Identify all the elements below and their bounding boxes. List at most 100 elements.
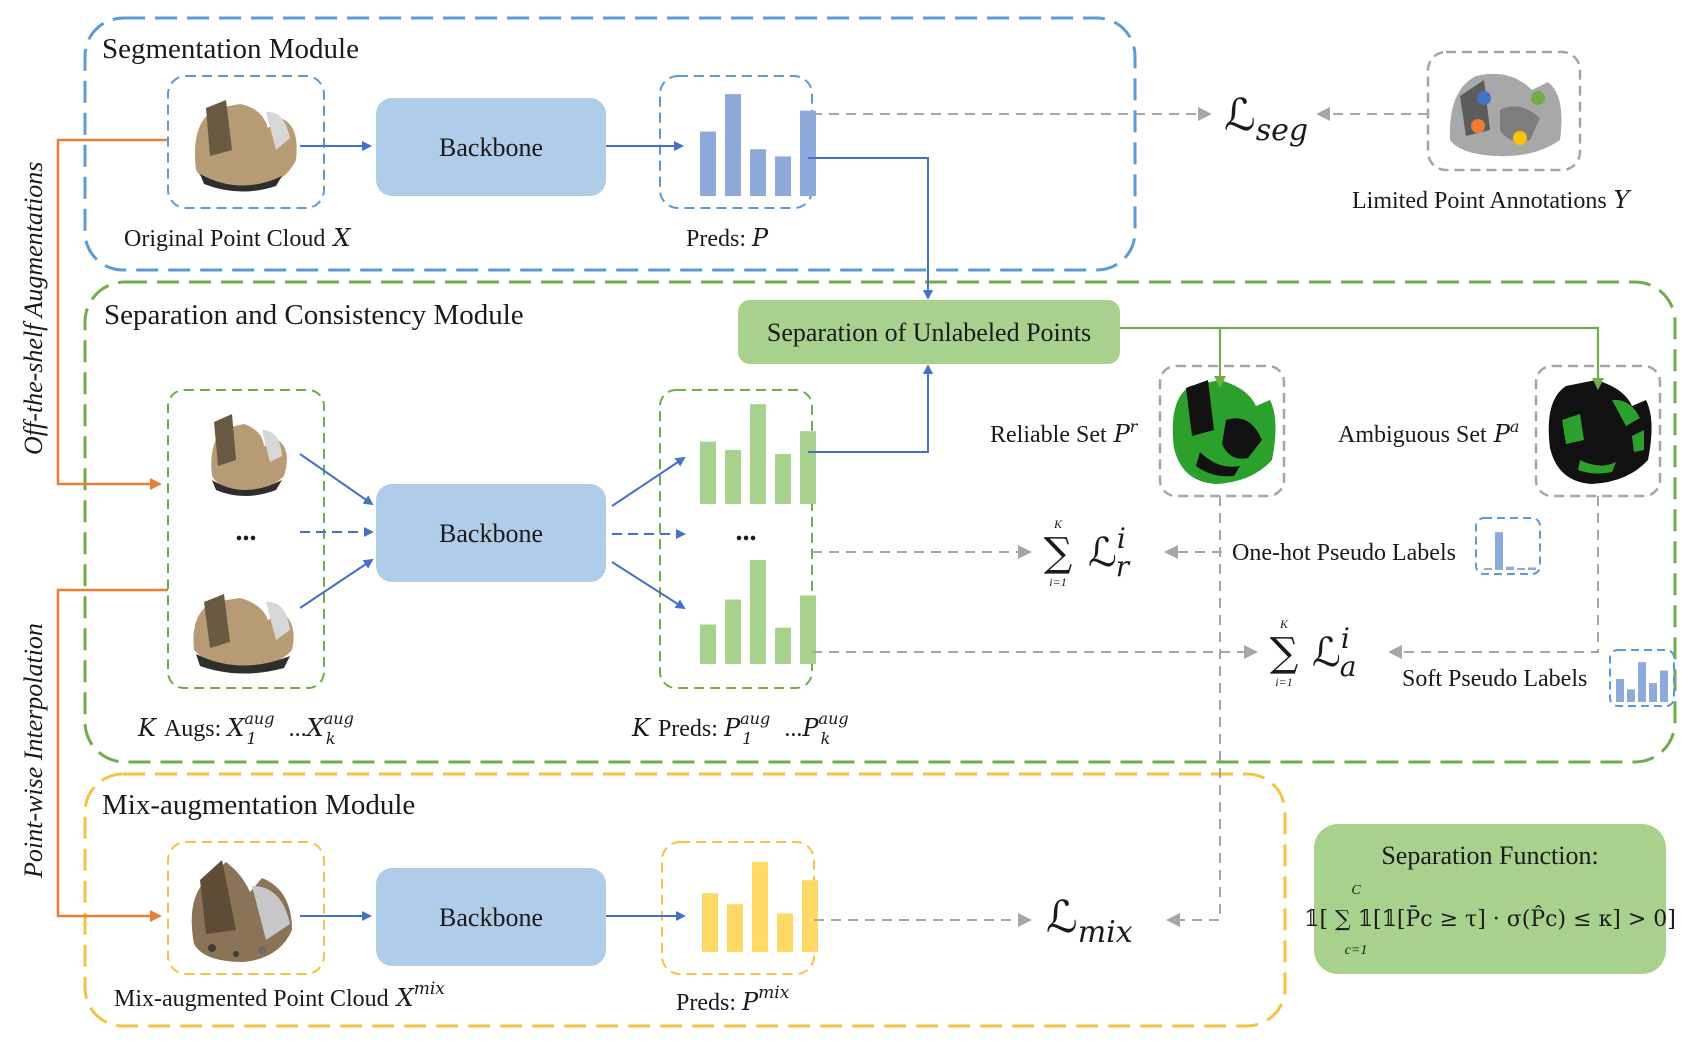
preds-p-bar-4	[775, 156, 791, 196]
soft-bar-4	[1649, 683, 1657, 702]
loss-r-sum-bottom: i=1	[1049, 575, 1066, 589]
soft-bar-3	[1638, 662, 1646, 702]
arrow-augk-to-backbone	[299, 558, 374, 609]
separation-module-title: Separation and Consistency Module	[104, 299, 524, 331]
onehot-bar-2	[1495, 532, 1503, 570]
preds-p-bar-2	[725, 94, 741, 196]
aug-top-bar-3	[750, 404, 766, 504]
separation-unlabeled-label: Separation of Unlabeled Points	[767, 318, 1091, 347]
mix-module	[83, 772, 1287, 1028]
preds-p-bar-1	[700, 131, 716, 196]
augs-frame	[167, 389, 325, 689]
aug-point-cloud-icon-bottom	[193, 594, 294, 674]
loss-mix: ℒmix	[1046, 892, 1133, 950]
original-point-cloud-icon	[194, 100, 297, 192]
loss-r-sum-top: K	[1053, 517, 1063, 531]
ambiguous-set-frame	[1534, 364, 1662, 498]
loss-a-sum: ∑	[1270, 630, 1299, 676]
dash-ambiguous-to-la	[1388, 496, 1599, 659]
onehot-frame	[1475, 517, 1541, 575]
backbone-label-mix: Backbone	[439, 903, 543, 932]
arrow-aug1-to-backbone	[299, 453, 374, 506]
preds-p-label: Preds:P	[686, 224, 769, 252]
aug-bottom-bar-1	[700, 624, 716, 664]
separation-function-sum-top: C	[1351, 883, 1361, 898]
backbone-mix: Backbone	[376, 868, 606, 966]
arrow-preds-to-separation	[808, 157, 933, 300]
aug-preds-ellipsis: ...	[736, 516, 757, 547]
arrow-backbone-to-aug1	[611, 456, 686, 507]
aug-point-cloud-icon-top	[211, 414, 287, 496]
aug-bottom-bar-3	[750, 560, 766, 664]
separation-function-sum-bottom: c=1	[1345, 943, 1368, 958]
aug-preds-frame	[659, 389, 813, 689]
aug-preds-bars-top	[700, 404, 816, 504]
separation-function-formula: 𝟙[ ∑ 𝟙[𝟙[P̄c ≥ τ] · σ(P̂c) ≤ κ] > 0]	[1304, 905, 1676, 932]
soft-frame	[1609, 649, 1675, 707]
aug-top-bar-5	[800, 431, 816, 504]
aug-top-bar-4	[775, 454, 791, 504]
reliable-set-frame	[1158, 364, 1286, 498]
side-label-augmentations: Off-the-shelf Augmentations	[19, 162, 48, 455]
separation-function-box: Separation Function: 𝟙[ ∑ 𝟙[𝟙[P̄c ≥ τ] ·…	[1304, 824, 1676, 974]
preds-p-bar-3	[750, 149, 766, 196]
soft-bar-2	[1627, 689, 1635, 702]
onehot-label: One-hot Pseudo Labels	[1232, 540, 1456, 566]
loss-r-sum: ∑	[1044, 530, 1073, 576]
preds-mix-bar-5	[802, 880, 818, 952]
ambiguous-set-icon	[1548, 380, 1652, 484]
preds-p-bar-5	[800, 110, 816, 196]
mix-module-title: Mix-augmentation Module	[102, 789, 415, 821]
mix-pc-frame	[167, 841, 325, 975]
dash-reliable-to-lmix	[1166, 496, 1221, 927]
aug-inputs-ellipsis: ...	[236, 516, 257, 547]
soft-bar-5	[1660, 670, 1668, 702]
preds-mix-bar-4	[777, 913, 793, 952]
loss-a-sum-bottom: i=1	[1275, 675, 1292, 689]
preds-mix-bar-1	[702, 893, 718, 952]
backbone-label-seg: Backbone	[439, 133, 543, 162]
aug-bottom-bar-5	[800, 595, 816, 664]
onehot-bar-4	[1517, 567, 1525, 570]
onehot-bar-5	[1528, 567, 1536, 570]
onehot-bar-1	[1484, 567, 1492, 570]
loss-a-sum-top: K	[1279, 617, 1289, 631]
aug-top-bar-1	[700, 441, 716, 504]
preds-p-bars	[700, 94, 816, 196]
mix-point-cloud-icon	[191, 860, 292, 962]
aug-preds-bars-bottom	[700, 560, 816, 664]
aug-bottom-bar-2	[725, 599, 741, 664]
limited-annotations-icon	[1449, 73, 1562, 157]
backbone-separation: Backbone	[376, 484, 606, 582]
separation-module	[83, 280, 1677, 764]
orange-interp-line	[56, 588, 168, 922]
separation-unlabeled-box: Separation of Unlabeled Points	[738, 300, 1120, 364]
soft-label: Soft Pseudo Labels	[1402, 666, 1587, 692]
preds-mix-label: Preds:Pmix	[676, 983, 790, 1016]
preds-mix-bar-2	[727, 904, 743, 952]
side-label-interpolation: Point-wise Interpolation	[19, 623, 48, 879]
aug-bottom-bar-4	[775, 627, 791, 664]
reliable-set-icon	[1172, 380, 1276, 484]
soft-bars	[1616, 662, 1668, 702]
aug-top-bar-2	[725, 449, 741, 504]
preds-mix-bar-3	[752, 861, 768, 952]
arrow-augpreds-to-separation	[808, 364, 933, 453]
segmentation-module	[83, 16, 1137, 272]
soft-bar-1	[1616, 678, 1624, 702]
loss-seg: ℒseg	[1224, 90, 1308, 148]
preds-mix-bars	[702, 861, 818, 952]
limited-annotations-frame	[1426, 50, 1582, 172]
onehot-bar-3	[1506, 566, 1514, 570]
